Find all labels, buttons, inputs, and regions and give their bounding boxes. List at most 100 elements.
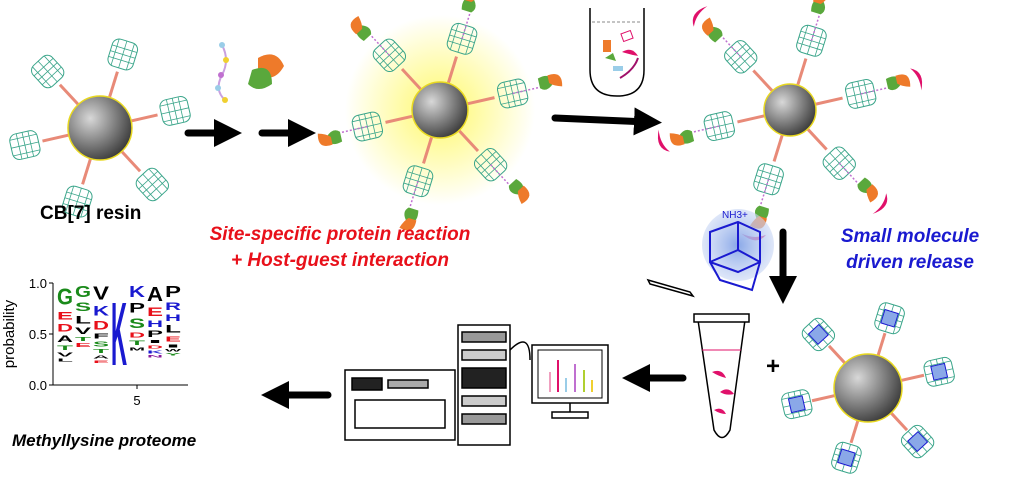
logo-letter: S bbox=[75, 301, 91, 314]
guest-molecule bbox=[837, 448, 856, 468]
logo-letter-cell: V bbox=[93, 284, 109, 304]
logo-letter-cell: D bbox=[93, 319, 109, 332]
linker bbox=[827, 344, 846, 365]
cb7-cage bbox=[159, 96, 191, 126]
peptide-chain bbox=[490, 164, 511, 186]
linker bbox=[737, 114, 765, 124]
logo-letter: F bbox=[93, 332, 109, 340]
reaction-label-1: Site-specific protein reaction bbox=[209, 224, 471, 245]
logo-letter-cell: P bbox=[129, 300, 145, 315]
protein-icon bbox=[537, 73, 563, 90]
peptide-chain bbox=[512, 86, 541, 95]
logo-letter: E bbox=[93, 360, 109, 364]
logo-letter-cell: E bbox=[93, 360, 109, 364]
logo-letter-cell: R bbox=[165, 301, 181, 313]
logo-letter: V bbox=[57, 351, 73, 357]
logo-letter-cell: V bbox=[57, 351, 73, 357]
logo-letter-cell: T bbox=[75, 336, 91, 342]
logo-letter-cell: H bbox=[165, 312, 181, 323]
logo-letter-cell: E bbox=[147, 306, 163, 319]
release-tube bbox=[646, 278, 750, 439]
logo-letter: D bbox=[147, 344, 163, 349]
y-axis-label: probability bbox=[1, 299, 18, 368]
y-tick-label: 1.0 bbox=[29, 276, 47, 291]
cb7-cage bbox=[31, 54, 65, 89]
logo-letter-cell: S bbox=[129, 316, 145, 331]
logo-letter: Y bbox=[165, 353, 181, 357]
linker bbox=[806, 128, 828, 151]
logo-letter: I bbox=[165, 343, 181, 348]
logo-letter: K bbox=[111, 283, 127, 384]
cb7-resin bbox=[9, 38, 191, 218]
logo-letter-cell: A bbox=[93, 355, 109, 360]
cb7-cage bbox=[107, 38, 139, 71]
peptide-chain bbox=[369, 34, 390, 56]
resin-bead bbox=[763, 83, 817, 137]
logo-letter: E bbox=[57, 310, 73, 322]
logo-letter: E bbox=[165, 335, 181, 343]
logo-letter: N bbox=[147, 355, 163, 359]
logo-letter-cell: F bbox=[93, 332, 109, 340]
plus-sign: + bbox=[766, 353, 781, 380]
peptide-chain bbox=[838, 162, 859, 185]
protein-icon bbox=[461, 0, 481, 13]
peptide-chain bbox=[759, 179, 770, 207]
protein-icon bbox=[248, 54, 284, 89]
linker bbox=[772, 134, 784, 162]
cb7-cage bbox=[900, 424, 935, 459]
linker bbox=[81, 158, 92, 185]
guest-molecule bbox=[880, 308, 899, 328]
protein-icon bbox=[350, 16, 372, 41]
logo-letter: A bbox=[93, 355, 109, 360]
logo-letter-cell: L bbox=[75, 314, 91, 326]
peptide-chain bbox=[721, 35, 742, 58]
logo-letter-cell: K bbox=[93, 303, 110, 318]
linker bbox=[796, 58, 808, 86]
adamantylammonium-molecule: NH3+ bbox=[702, 209, 774, 292]
logo-letter: L bbox=[165, 323, 181, 335]
logo-letter-cell: K bbox=[147, 350, 163, 355]
logo-letter-cell: D bbox=[129, 331, 145, 339]
logo-letter: S bbox=[129, 316, 145, 331]
peptide-chain bbox=[409, 180, 419, 209]
logo-letter-cell: G bbox=[57, 283, 73, 309]
logo-letter: H bbox=[165, 312, 181, 322]
linker bbox=[876, 332, 887, 356]
crescent-icon bbox=[657, 129, 670, 152]
logo-letter-cell: A bbox=[147, 283, 163, 305]
logo-letter-cell: P bbox=[165, 284, 181, 301]
release-label-1: Small molecule bbox=[840, 226, 980, 247]
logo-letter: L bbox=[75, 314, 91, 326]
logo-letter-cell: S bbox=[93, 340, 109, 348]
logo-letter-cell: E bbox=[75, 342, 91, 348]
protein-bound-resin bbox=[317, 0, 563, 231]
logo-letter: K bbox=[147, 350, 163, 355]
logo-letter: A bbox=[147, 283, 163, 305]
cb7-cage bbox=[831, 441, 862, 474]
cb7-cage bbox=[874, 302, 905, 335]
logo-letter-cell: Y bbox=[165, 353, 181, 357]
logo-letter-cell: T bbox=[93, 348, 109, 354]
peptide-chain bbox=[691, 125, 720, 133]
crescent-icon bbox=[692, 6, 708, 27]
logo-letter-cell: G bbox=[75, 284, 91, 301]
x-tick-label: 5 bbox=[133, 393, 140, 408]
peptide-chain bbox=[215, 42, 229, 103]
y-tick-label: 0.0 bbox=[29, 378, 47, 393]
protein-icon bbox=[692, 6, 723, 43]
logo-letter-cell: P bbox=[147, 329, 163, 339]
logo-letter-cell: E bbox=[165, 335, 181, 343]
linker bbox=[58, 83, 80, 106]
logo-letter-cell: T bbox=[129, 339, 145, 346]
arrow-right-3 bbox=[551, 107, 662, 136]
peptide-chain bbox=[461, 11, 471, 40]
linker bbox=[811, 394, 836, 403]
linker bbox=[400, 67, 423, 91]
linker bbox=[422, 136, 434, 164]
linker bbox=[120, 150, 142, 173]
logo-letter: K bbox=[93, 303, 110, 318]
protein-icon bbox=[657, 129, 695, 152]
arrows bbox=[184, 107, 797, 409]
logo-letter-cell: L bbox=[165, 323, 181, 335]
